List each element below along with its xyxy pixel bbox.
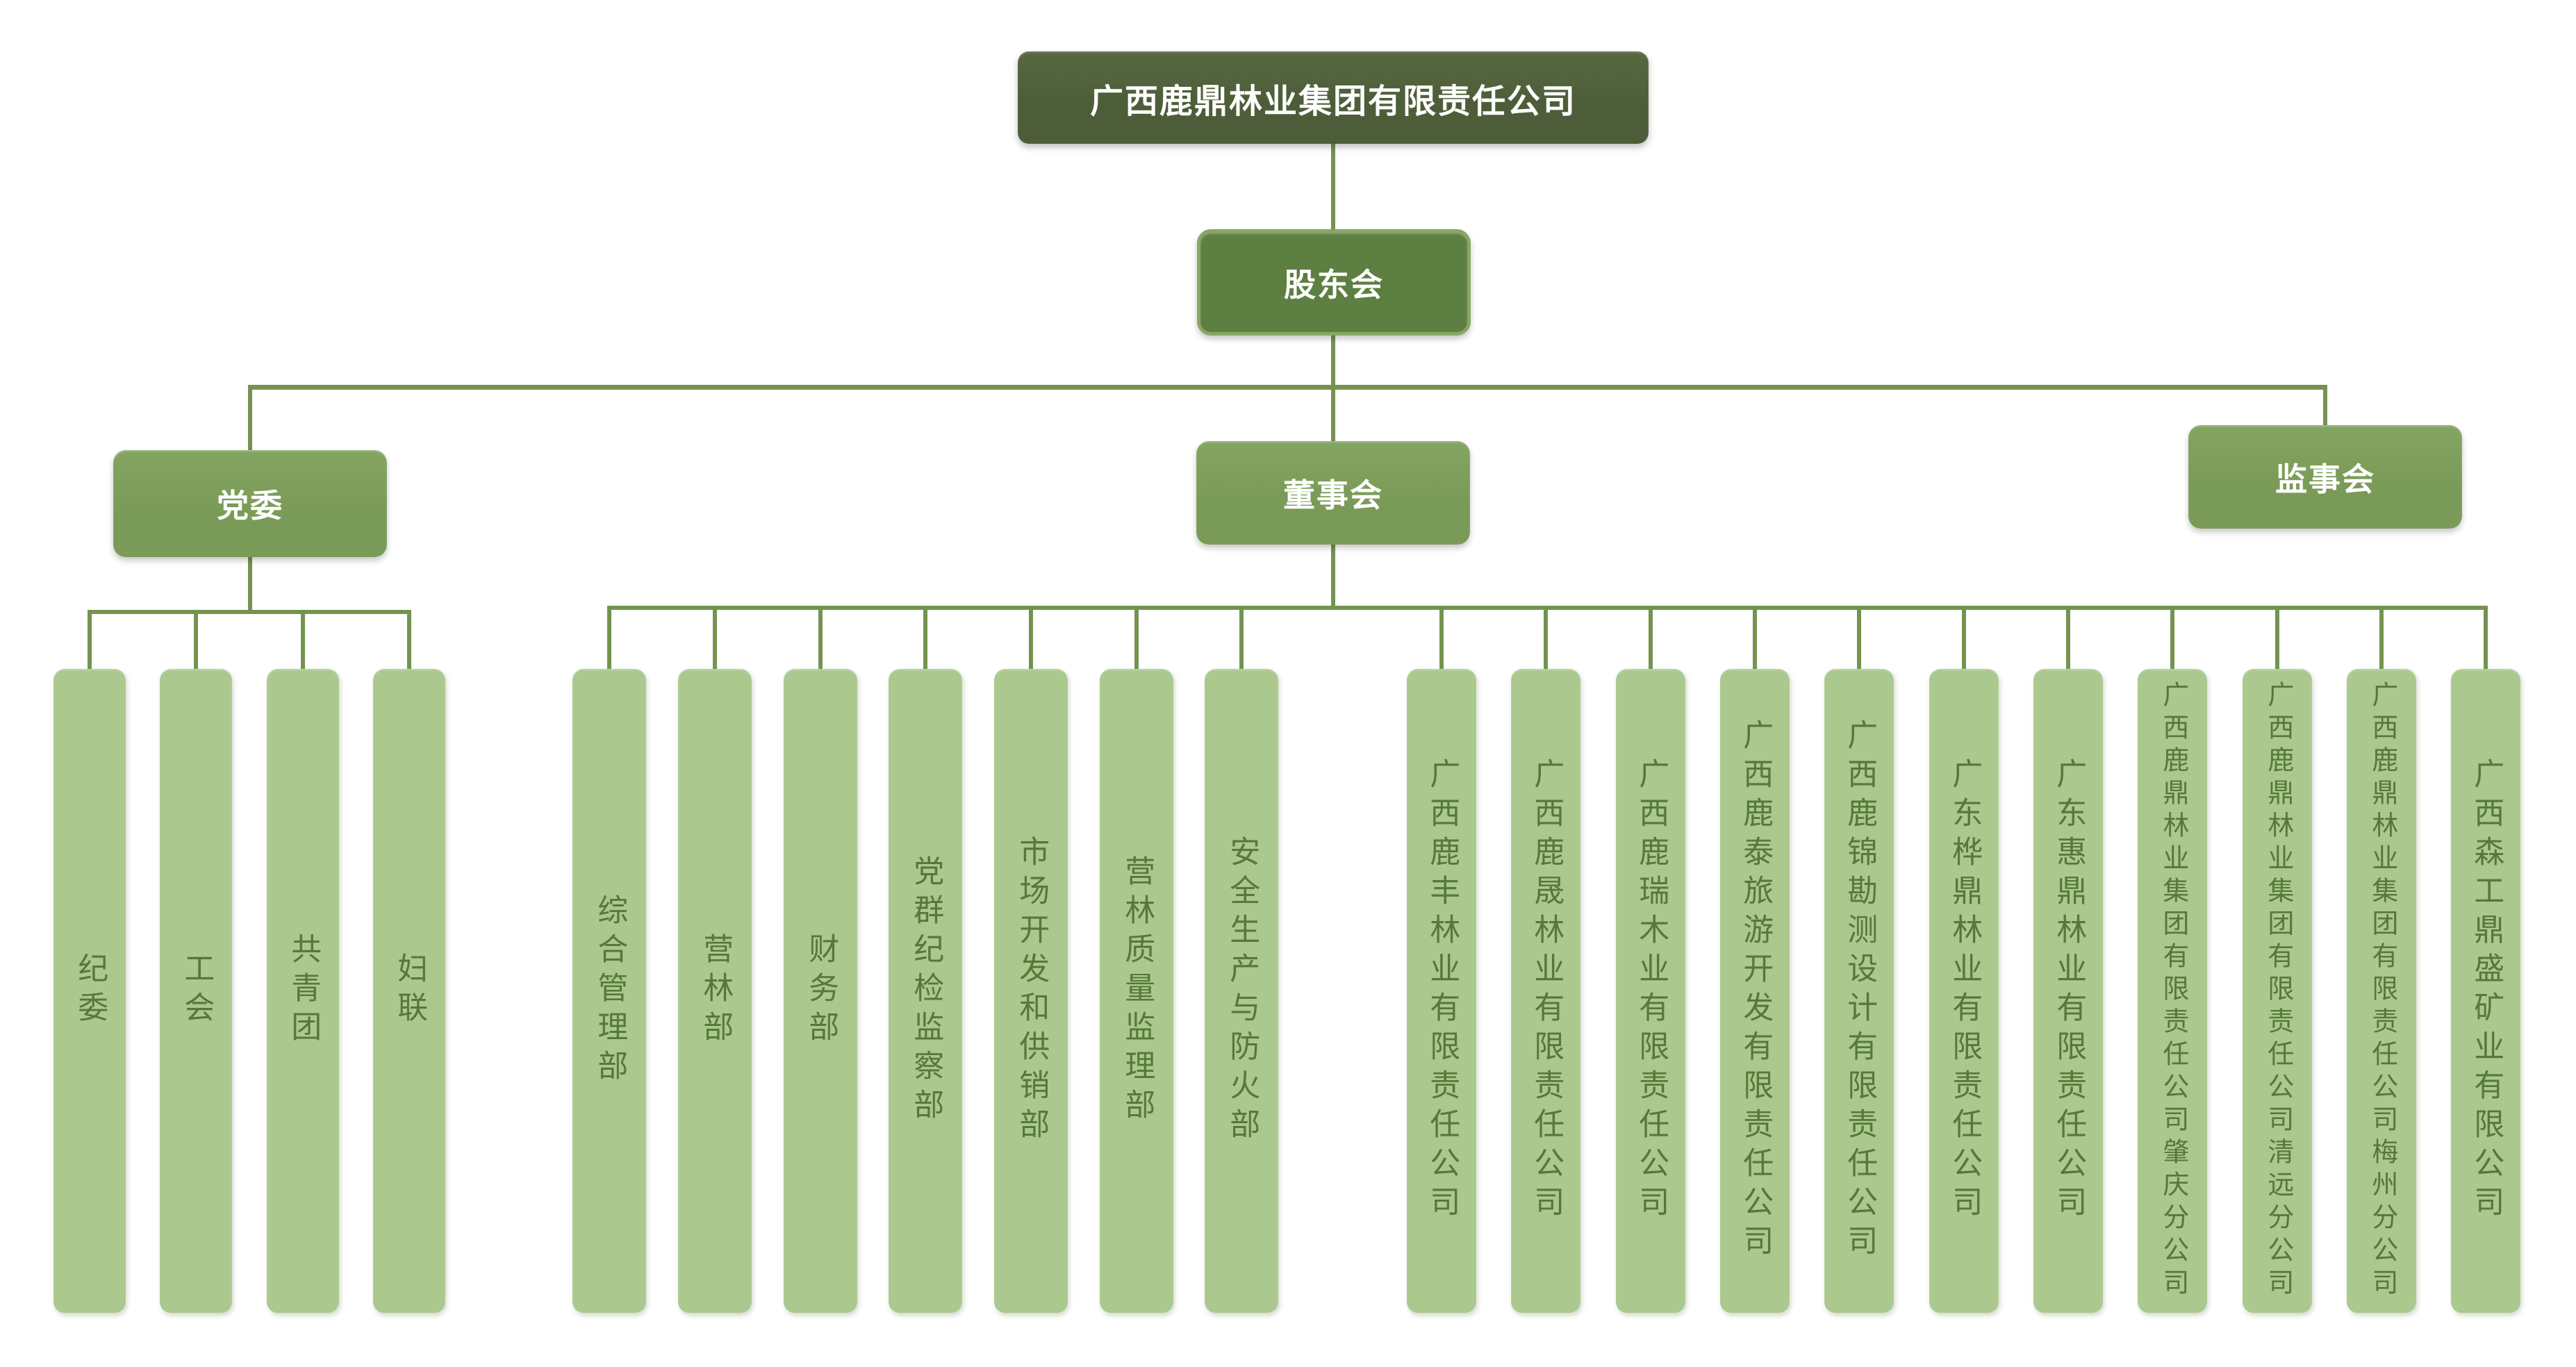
org-node-subsidiary: 广东惠鼎林业有限责任公司: [2033, 669, 2103, 1313]
org-node-subsidiary-label: 广西森工鼎盛矿业有限公司: [2469, 757, 2504, 1225]
org-node-party-child-label: 妇联: [393, 952, 427, 1030]
org-node-subsidiary: 广西鹿瑞木业有限责任公司: [1616, 669, 1685, 1313]
org-node-subsidiary-label: 广西鹿锦勘测设计有限责任公司: [1842, 718, 1877, 1264]
org-node-subsidiary-label: 广西鹿瑞木业有限责任公司: [1634, 757, 1669, 1225]
connector-rail-level2: [248, 385, 2327, 390]
org-node-subsidiary-label: 广西鹿鼎林业集团有限责任公司肇庆分公司: [2158, 681, 2188, 1301]
org-node-subsidiary: 广西森工鼎盛矿业有限公司: [2451, 669, 2520, 1313]
org-node-subsidiary: 广西鹿晟林业有限责任公司: [1511, 669, 1580, 1313]
org-node-department: 安全生产与防火部: [1205, 669, 1278, 1313]
org-node-subsidiary: 广西鹿泰旅游开发有限责任公司: [1720, 669, 1790, 1313]
org-node-shareholders: 股东会: [1197, 229, 1471, 335]
connector-party-to-rail: [248, 557, 252, 614]
connector-rail-board-children: [607, 606, 2488, 610]
connector-stub: [1544, 610, 1548, 669]
org-node-subsidiary: 广西鹿鼎林业集团有限责任公司梅州分公司: [2347, 669, 2416, 1313]
org-node-party-child: 工会: [160, 669, 232, 1313]
connector-stub: [2484, 610, 2488, 669]
org-node-root-label: 广西鹿鼎林业集团有限责任公司: [1089, 83, 1576, 120]
connector-stub: [1029, 610, 1033, 669]
connector-stub: [2170, 610, 2174, 669]
org-node-department: 营林部: [678, 669, 752, 1313]
connector-stub: [301, 614, 305, 669]
org-node-department: 综合管理部: [572, 669, 646, 1313]
org-node-subsidiary: 广东桦鼎林业有限责任公司: [1929, 669, 1999, 1313]
org-node-party-child: 纪委: [53, 669, 126, 1313]
connector-stub: [1857, 610, 1861, 669]
org-node-board-of-directors-label: 董事会: [1283, 477, 1383, 513]
connector-rail-to-supervisors: [2323, 390, 2327, 425]
org-node-department-label: 营林质量监理部: [1120, 854, 1155, 1127]
connector-stub: [194, 614, 198, 669]
connector-stub: [1439, 610, 1444, 669]
org-node-department-label: 财务部: [804, 932, 839, 1050]
org-node-department: 营林质量监理部: [1100, 669, 1173, 1313]
connector-stub: [2379, 610, 2384, 669]
org-node-board-of-supervisors-label: 监事会: [2275, 461, 2375, 497]
org-node-subsidiary: 广西鹿锦勘测设计有限责任公司: [1824, 669, 1894, 1313]
connector-stub: [407, 614, 411, 669]
connector-stub: [607, 610, 611, 669]
org-node-subsidiary-label: 广东桦鼎林业有限责任公司: [1947, 757, 1982, 1225]
org-node-subsidiary-label: 广东惠鼎林业有限责任公司: [2051, 757, 2086, 1225]
connector-stub: [713, 610, 717, 669]
connector-stub: [2275, 610, 2279, 669]
org-node-subsidiary-label: 广西鹿鼎林业集团有限责任公司清远分公司: [2263, 681, 2293, 1301]
connector-stub: [1239, 610, 1244, 669]
org-node-shareholders-label: 股东会: [1284, 266, 1384, 303]
connector-rail-to-party: [248, 390, 252, 450]
org-node-department-label: 市场开发和供销部: [1014, 835, 1049, 1147]
org-node-department: 财务部: [784, 669, 857, 1313]
org-node-party-committee-label: 党委: [217, 488, 283, 524]
org-node-subsidiary: 广西鹿鼎林业集团有限责任公司肇庆分公司: [2138, 669, 2207, 1313]
org-node-department-label: 党群纪检监察部: [909, 854, 943, 1127]
org-node-subsidiary-label: 广西鹿泰旅游开发有限责任公司: [1738, 718, 1773, 1264]
org-node-board-of-supervisors: 监事会: [2188, 425, 2462, 529]
org-node-board-of-directors: 董事会: [1196, 441, 1470, 545]
connector-stub: [1962, 610, 1966, 669]
connector-stub: [1134, 610, 1139, 669]
connector-root-to-shareholders: [1331, 144, 1335, 229]
org-node-subsidiary: 广西鹿鼎林业集团有限责任公司清远分公司: [2243, 669, 2312, 1313]
connector-stub: [923, 610, 927, 669]
org-node-party-committee: 党委: [113, 450, 387, 557]
connector-stub: [2066, 610, 2070, 669]
org-node-root: 广西鹿鼎林业集团有限责任公司: [1018, 51, 1649, 144]
connector-rail-party-children: [88, 610, 411, 614]
connector-board-to-rail: [1331, 545, 1335, 610]
org-node-department-label: 综合管理部: [593, 893, 627, 1088]
connector-stub: [88, 614, 92, 669]
org-node-party-child-label: 共青团: [286, 932, 321, 1050]
org-node-party-child: 共青团: [267, 669, 339, 1313]
org-node-party-child: 妇联: [373, 669, 445, 1313]
org-node-subsidiary: 广西鹿丰林业有限责任公司: [1407, 669, 1476, 1313]
org-node-subsidiary-label: 广西鹿丰林业有限责任公司: [1425, 757, 1460, 1225]
org-node-party-child-label: 工会: [179, 952, 214, 1030]
connector-stub: [818, 610, 823, 669]
org-node-department: 党群纪检监察部: [889, 669, 962, 1313]
connector-stub: [1649, 610, 1653, 669]
org-node-department-label: 安全生产与防火部: [1225, 835, 1260, 1147]
org-node-department-label: 营林部: [698, 932, 733, 1050]
org-node-party-child-label: 纪委: [73, 952, 108, 1030]
org-node-department: 市场开发和供销部: [994, 669, 1068, 1313]
org-node-subsidiary-label: 广西鹿鼎林业集团有限责任公司梅州分公司: [2367, 681, 2397, 1301]
org-node-subsidiary-label: 广西鹿晟林业有限责任公司: [1529, 757, 1564, 1225]
connector-stub: [1753, 610, 1757, 669]
